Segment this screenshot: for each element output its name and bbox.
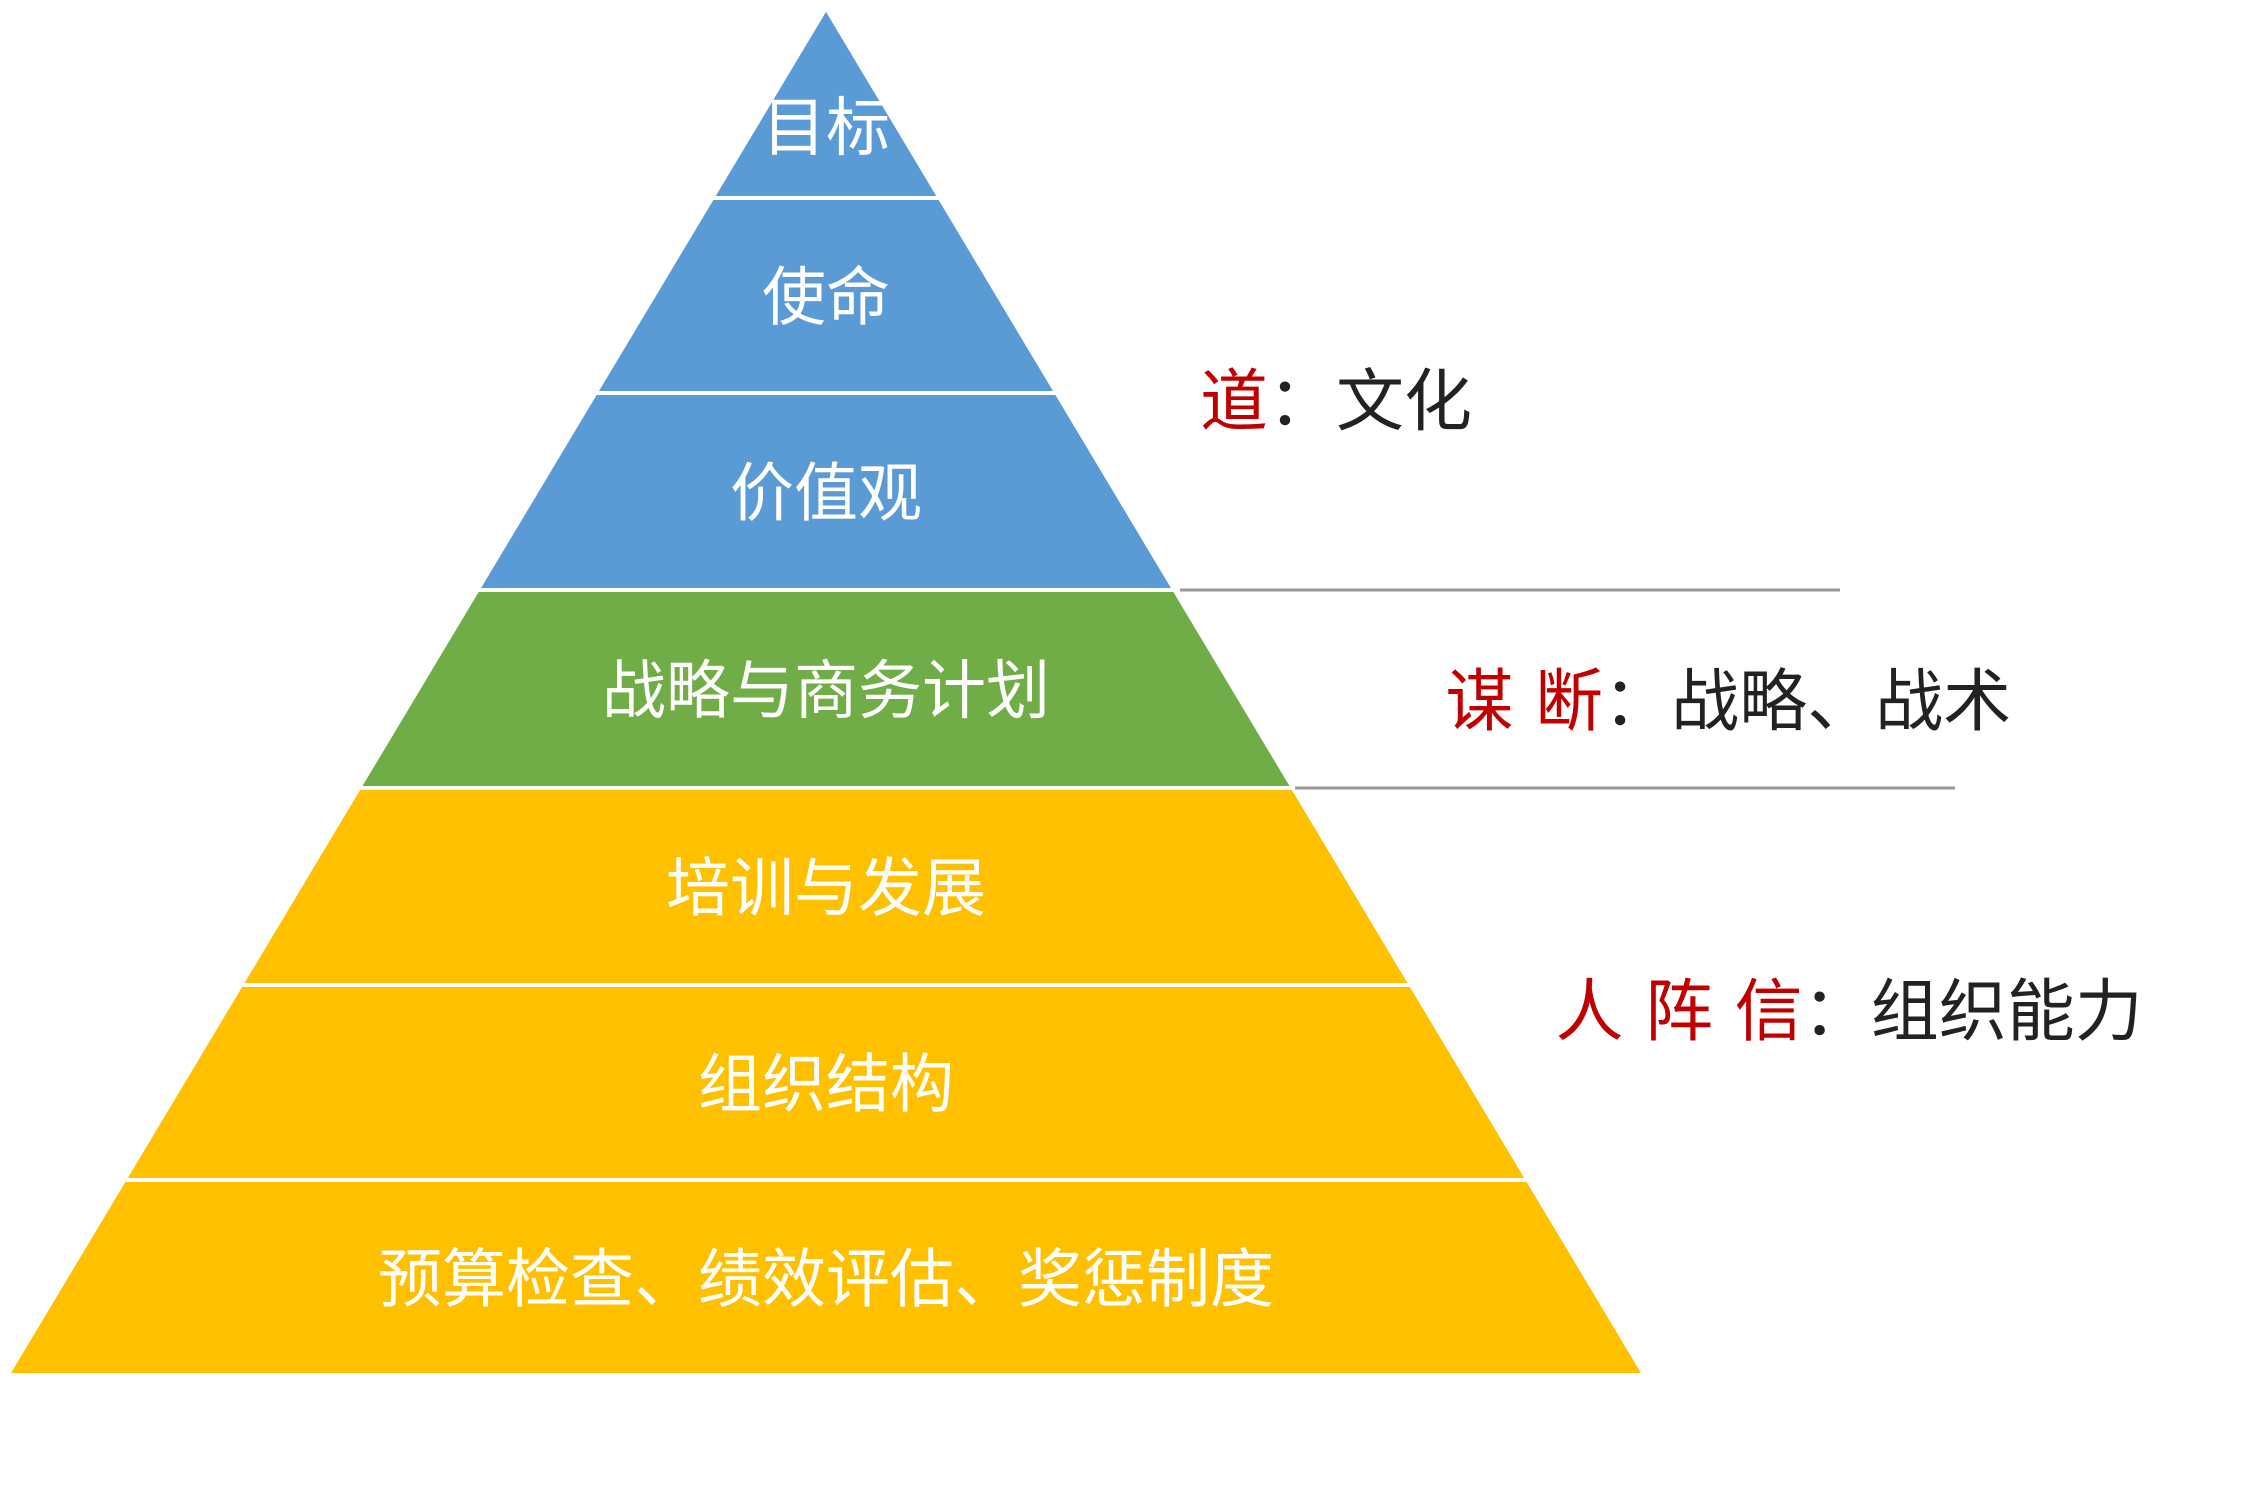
group-separator: ：: [1603, 663, 1671, 742]
group-description: 战略、战术: [1671, 663, 2011, 742]
group-label-strategy: 谋 断：战略、战术: [1420, 663, 2026, 742]
pyramid-layer-label-6: 组织结构: [698, 1049, 954, 1123]
group-separator: ：: [1268, 363, 1336, 442]
pyramid-layer-label-1: 目标: [762, 92, 890, 166]
pyramid-layer-label-7: 预算检查、绩效评估、奖惩制度: [378, 1244, 1274, 1318]
group-description: 文化: [1336, 363, 1472, 442]
pyramid-layer-label-4: 战略与商务计划: [602, 655, 1050, 729]
group-label-org-capability: 人 阵 信：组织能力: [1530, 973, 2158, 1052]
pyramid-layer-label-5: 培训与发展: [666, 853, 986, 927]
group-description: 组织能力: [1871, 973, 2143, 1052]
group-key: 人 阵 信: [1555, 973, 1802, 1052]
pyramid-layer-label-3: 价值观: [730, 458, 922, 532]
group-separator: ：: [1803, 973, 1871, 1052]
pyramid-layer-7: [3, 1178, 1649, 1377]
group-label-culture: 道：文化: [1200, 363, 1472, 442]
pyramid-layer-label-2: 使命: [762, 262, 890, 336]
group-key: 道: [1200, 363, 1268, 442]
group-key: 谋 断: [1445, 663, 1603, 742]
